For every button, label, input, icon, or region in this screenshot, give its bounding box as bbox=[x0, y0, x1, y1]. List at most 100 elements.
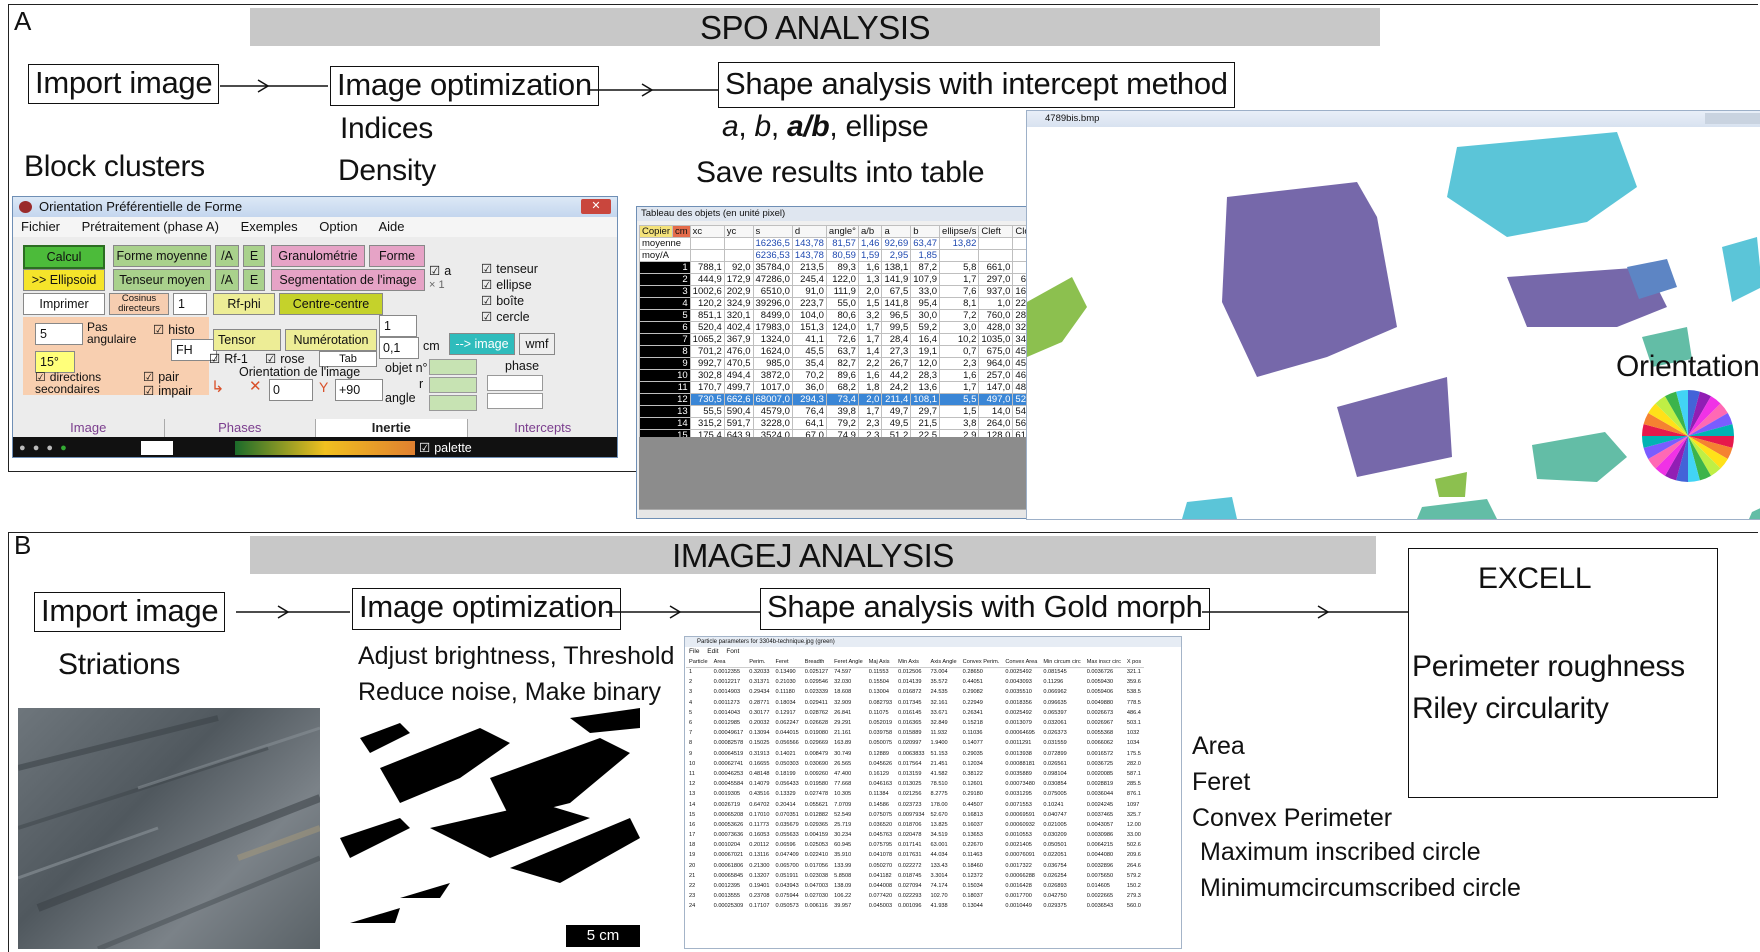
table-cell: 2,3 bbox=[939, 357, 980, 370]
ellipse-check[interactable]: ellipse bbox=[481, 277, 531, 292]
histo-check[interactable]: histo bbox=[153, 322, 194, 337]
particle-window-titlebar[interactable]: Particle parameters for 3304b-technique.… bbox=[685, 637, 1181, 647]
calcul-button[interactable]: Calcul bbox=[23, 245, 105, 269]
boite-check[interactable]: boîte bbox=[481, 293, 524, 308]
tab-intercepts[interactable]: Intercepts bbox=[468, 419, 618, 437]
table-header-cell[interactable]: cm bbox=[672, 225, 691, 238]
rf-phi-button[interactable]: Rf-phi bbox=[213, 293, 275, 315]
close-icon[interactable]: ✕ bbox=[581, 199, 611, 214]
tensor-select[interactable]: Tensor bbox=[213, 329, 281, 351]
tenseur-moyen-button[interactable]: Tenseur moyen bbox=[113, 269, 211, 291]
palette-check[interactable]: palette bbox=[419, 440, 472, 455]
cm-input[interactable]: 0,1 bbox=[379, 337, 419, 359]
angle-field[interactable] bbox=[429, 395, 477, 411]
rose-check[interactable]: rose bbox=[265, 351, 304, 366]
table-cell: 29,7 bbox=[910, 405, 941, 418]
menu-edit[interactable]: Edit bbox=[707, 648, 719, 655]
tab-phases[interactable]: Phases bbox=[165, 419, 316, 437]
tab-inertie[interactable]: Inertie bbox=[316, 419, 468, 437]
angle-0-input[interactable]: 0 bbox=[269, 379, 313, 401]
imprimer-button[interactable]: Imprimer bbox=[23, 293, 105, 315]
spo-window-titlebar[interactable]: Orientation Préférentielle de Forme ✕ bbox=[13, 197, 617, 217]
forme-moyenne-button[interactable]: Forme moyenne bbox=[113, 245, 211, 267]
tab-image[interactable]: Image bbox=[13, 419, 165, 437]
table-header-cell[interactable]: Copier bbox=[639, 225, 673, 238]
particle-cell: 0.009260 bbox=[804, 770, 829, 777]
centre-centre-button[interactable]: Centre-centre bbox=[279, 293, 383, 315]
segmentation-button[interactable]: Segmentation de l'image bbox=[271, 269, 425, 291]
menu-exemples[interactable]: Exemples bbox=[240, 219, 298, 234]
e-button-2[interactable]: E bbox=[243, 269, 265, 291]
a-check[interactable]: a bbox=[429, 263, 451, 278]
r-field[interactable] bbox=[429, 377, 477, 393]
table-scrollbar[interactable] bbox=[639, 509, 1167, 518]
to-image-button[interactable]: --> image bbox=[449, 333, 515, 355]
table-cell: 33,0 bbox=[910, 285, 941, 298]
forme-button[interactable]: Forme bbox=[369, 245, 425, 267]
impair-check[interactable]: impair bbox=[143, 383, 192, 398]
menu-pretraitement[interactable]: Prétraitement (phase A) bbox=[81, 219, 219, 234]
rf-1-check[interactable]: Rf-1 bbox=[209, 351, 248, 366]
menu-file[interactable]: File bbox=[689, 648, 700, 655]
value-5-select[interactable]: 5 bbox=[35, 323, 83, 345]
phase-field-1[interactable] bbox=[487, 375, 543, 391]
div-a-button-2[interactable]: /A bbox=[215, 269, 239, 291]
menu-font[interactable]: Font bbox=[726, 648, 740, 655]
image-window-titlebar[interactable]: 4789bis.bmp bbox=[1027, 111, 1760, 127]
pair-check[interactable]: pair bbox=[143, 369, 179, 384]
window-buttons[interactable] bbox=[1705, 113, 1760, 124]
menu-aide[interactable]: Aide bbox=[378, 219, 405, 234]
cosinus-button[interactable]: Cosinus directeurs bbox=[109, 293, 169, 315]
tab-button[interactable]: Tab bbox=[319, 351, 377, 367]
value-1-select-b[interactable]: 1 bbox=[379, 315, 417, 337]
value-1-select[interactable]: 1 bbox=[173, 293, 207, 315]
wmf-button[interactable]: wmf bbox=[519, 333, 555, 355]
numerotation-button[interactable]: Numérotation bbox=[285, 329, 377, 351]
x-icon[interactable]: ✕ bbox=[249, 378, 262, 395]
phase-field-2[interactable] bbox=[487, 393, 543, 409]
rotate-icon[interactable]: ↳ bbox=[211, 379, 225, 396]
fh-select[interactable]: FH bbox=[171, 339, 217, 361]
ellipsoid-button[interactable]: >> Ellipsoid bbox=[23, 269, 105, 291]
granulometrie-button[interactable]: Granulométrie bbox=[271, 245, 365, 267]
table-cell: 92,0 bbox=[723, 261, 754, 274]
e-button-1[interactable]: E bbox=[243, 245, 265, 267]
tenseur-check[interactable]: tenseur bbox=[481, 261, 538, 276]
directions-secondaires-check[interactable]: directions secondaires bbox=[35, 371, 135, 395]
plus-90-select[interactable]: +90 bbox=[335, 379, 383, 401]
objet-field[interactable] bbox=[429, 359, 477, 375]
menu-fichier[interactable]: Fichier bbox=[21, 219, 61, 234]
cercle-check[interactable]: cercle bbox=[481, 309, 529, 324]
angle-15-input[interactable]: 15° bbox=[35, 351, 75, 373]
div-a-button-1[interactable]: /A bbox=[215, 245, 239, 267]
menu-option[interactable]: Option bbox=[319, 219, 358, 234]
